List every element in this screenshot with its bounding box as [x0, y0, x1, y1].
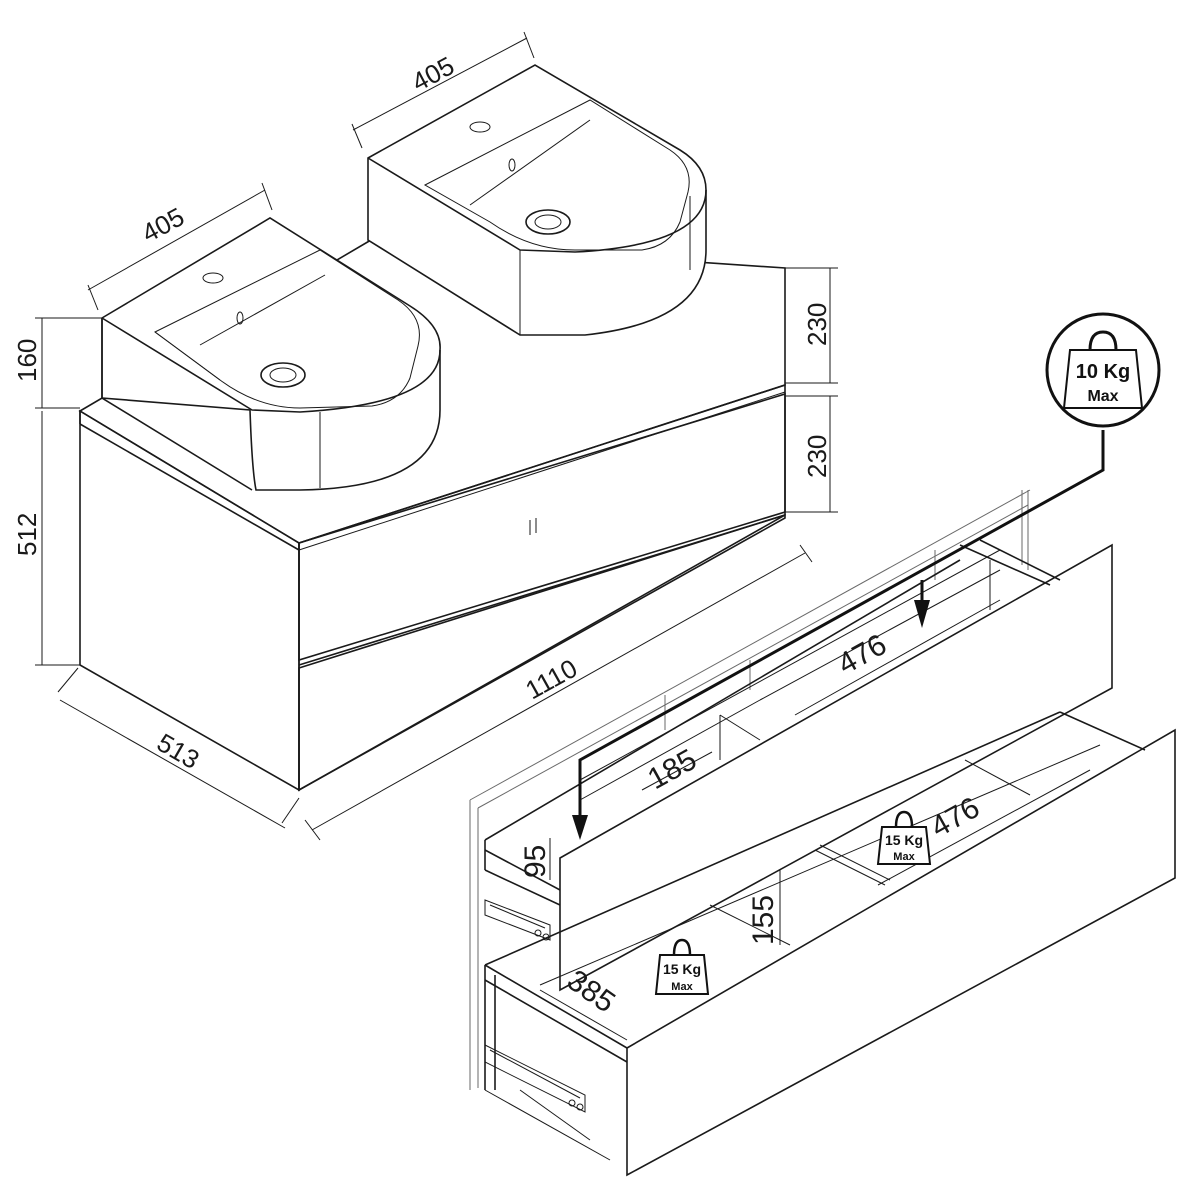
weight-15kg-right-label: Max [893, 851, 915, 863]
runner-lower [484, 1044, 586, 1113]
weight-15kg-left-value: 15 Kg [663, 961, 701, 977]
dim-basin-height: 160 [12, 339, 42, 382]
load-arrows [572, 430, 1105, 840]
upper-drawer [484, 539, 1113, 992]
dim-lower-drawer-height: 155 [747, 895, 780, 945]
lower-drawer [484, 711, 1176, 1177]
weight-15kg-left-label: Max [671, 981, 693, 993]
dim-drawer-front-upper: 230 [802, 303, 832, 346]
dim-upper-drawer-height: 95 [519, 845, 552, 878]
runner-upper [484, 899, 551, 941]
drawer-frame [469, 489, 1031, 1090]
dim-cabinet-height: 512 [12, 513, 42, 556]
dim-drawer-front-lower: 230 [802, 435, 832, 478]
dim-cabinet-depth: 513 [152, 727, 205, 775]
dim-upper-drawer-depth: 185 [642, 743, 702, 796]
weight-10kg-label: Max [1087, 388, 1118, 405]
dim-basin-left-width: 405 [137, 201, 189, 248]
weight-badge-15kg-left: 15 Kg Max [654, 938, 710, 995]
weight-10kg-value: 10 Kg [1076, 361, 1130, 383]
dim-lower-drawer-width: 476 [925, 791, 985, 844]
weight-badge-10kg: 10 Kg Max [1045, 312, 1161, 428]
dim-upper-drawer-width: 476 [832, 628, 892, 681]
weight-badge-15kg-right: 15 Kg Max [876, 810, 932, 865]
dimension-lines [35, 31, 838, 841]
cabinet [78, 239, 786, 792]
drawer-dimension-lines [539, 599, 1091, 1041]
dim-basin-right-width: 405 [407, 50, 459, 97]
basin-right [367, 64, 707, 336]
weight-15kg-right-value: 15 Kg [885, 832, 923, 848]
basin-left [101, 217, 441, 491]
lower-drawer-front [298, 513, 786, 792]
